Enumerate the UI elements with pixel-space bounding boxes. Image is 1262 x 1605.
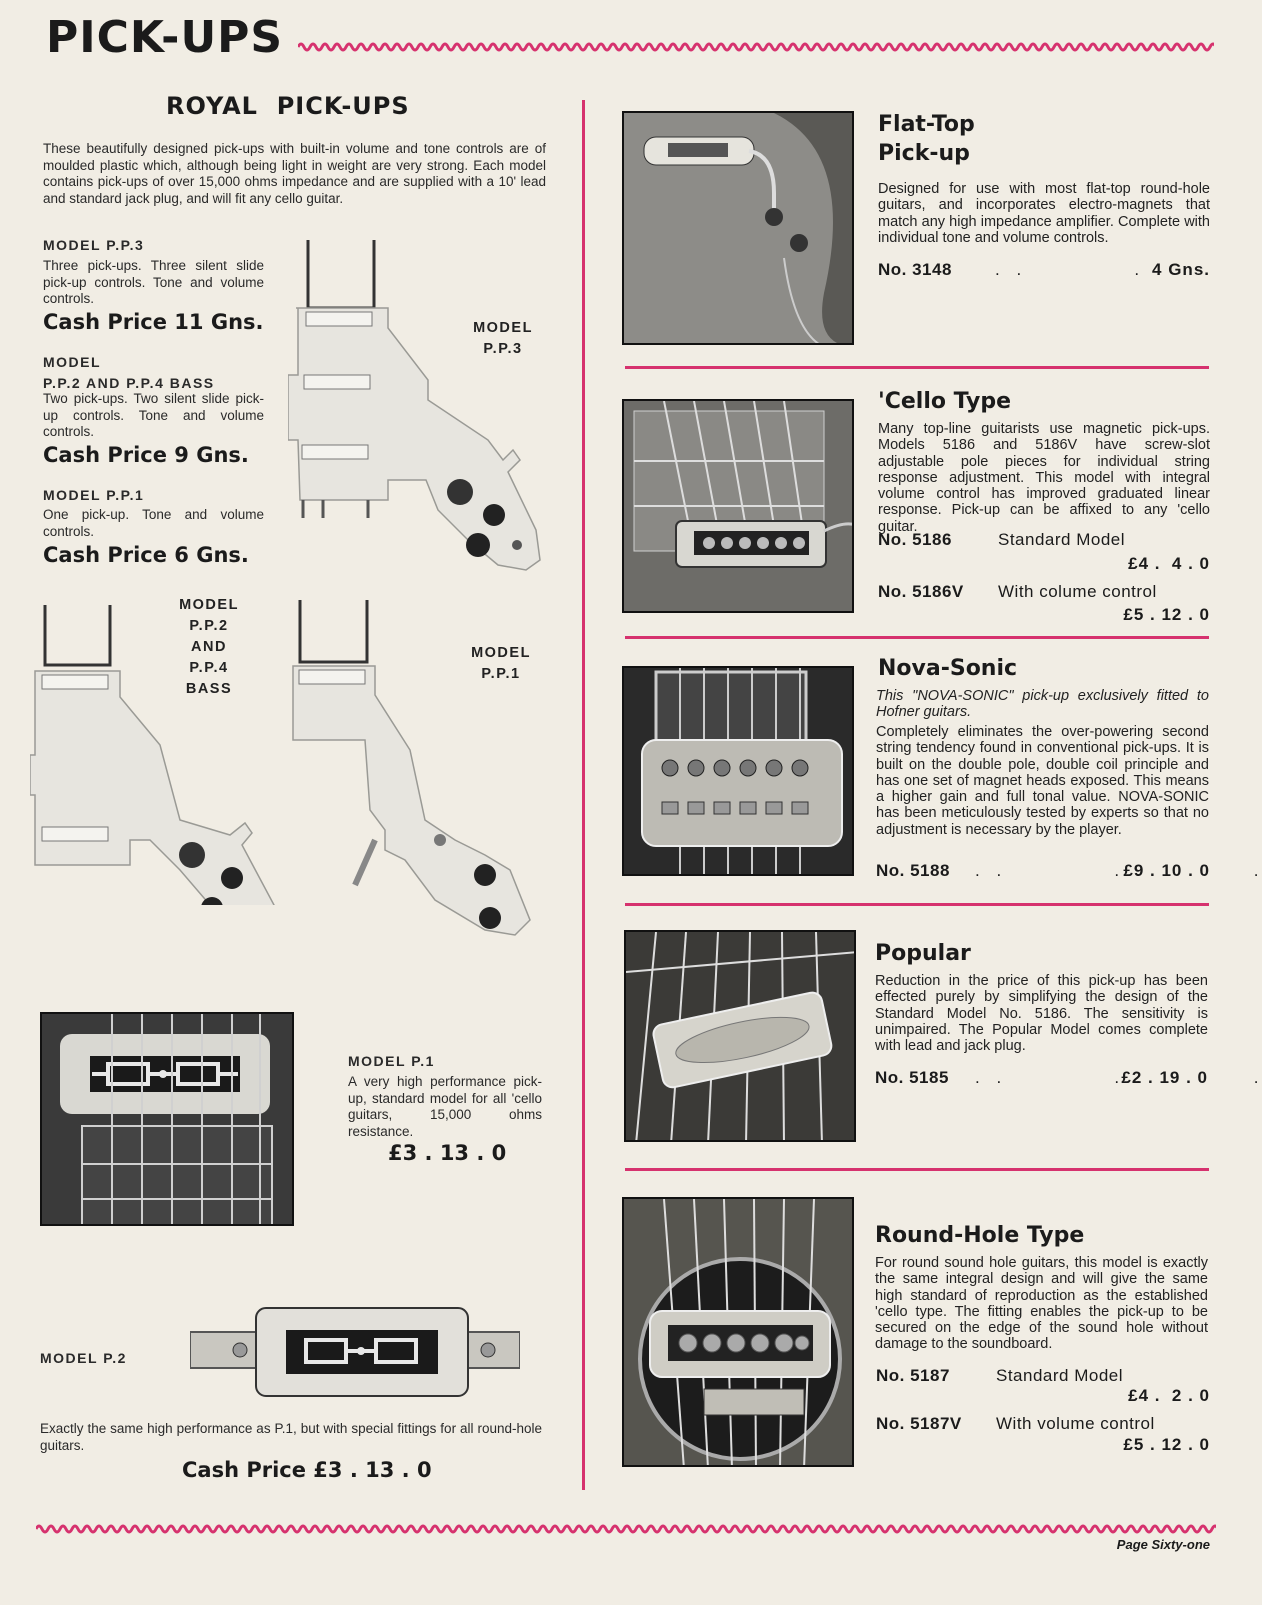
footer-wavy-rule xyxy=(36,1524,1216,1534)
nova-sonic-desc-italic: This "NOVA-SONIC" pick-up exclusively fi… xyxy=(876,688,1209,721)
popular-title: Popular xyxy=(875,941,971,966)
divider-3 xyxy=(625,903,1209,906)
royal-intro: These beautifully designed pick-ups with… xyxy=(43,141,546,206)
popular-price: £2 . 19 . 0 xyxy=(1121,1068,1208,1087)
divider-4 xyxy=(625,1168,1209,1171)
popular-photo xyxy=(624,930,856,1142)
fig-label-pp2-line3: AND xyxy=(191,639,227,655)
round-hole-label-1: Standard Model xyxy=(996,1366,1124,1385)
fig-label-pp2-line4: P.P.4 xyxy=(189,660,229,676)
model-pp1-price: Cash Price 6 Gns. xyxy=(43,543,249,567)
flat-top-number: No. 3148 xyxy=(878,260,952,279)
royal-title: ROYAL PICK-UPS xyxy=(166,92,410,120)
cello-type-number-1: No. 5186 xyxy=(878,530,952,549)
pickguard-pp1-illustration xyxy=(292,600,531,936)
column-divider xyxy=(582,100,585,1490)
cello-type-price-1: £4 . 4 . 0 xyxy=(1128,554,1210,573)
flat-top-title-line2: Pick-up xyxy=(878,141,970,166)
flat-top-title: Flat-Top Pick-up xyxy=(878,110,975,168)
nova-sonic-dots: . . . . . . xyxy=(975,861,1262,880)
header-wavy-rule xyxy=(298,42,1214,52)
flat-top-price: 4 Gns. xyxy=(1152,260,1210,279)
round-hole-price-2: £5 . 12 . 0 xyxy=(1123,1435,1210,1454)
fig-label-pp3: MODEL P.P.3 xyxy=(464,318,542,360)
round-hole-label-2: With volume control xyxy=(996,1414,1155,1433)
model-p2-desc: Exactly the same high performance as P.1… xyxy=(40,1421,542,1453)
page-title: PICK-UPS xyxy=(46,12,284,63)
nova-sonic-desc: Completely eliminates the over-powering … xyxy=(876,724,1209,838)
fig-label-pp1: MODEL P.P.1 xyxy=(462,643,540,685)
nova-sonic-number: No. 5188 xyxy=(876,861,950,880)
fig-label-pp1-line2: P.P.1 xyxy=(481,666,521,682)
fig-label-pp2-line1: MODEL xyxy=(179,597,239,613)
model-p1-photo xyxy=(40,1012,294,1226)
fig-label-pp3-line1: MODEL xyxy=(473,320,533,336)
model-pp1-heading: MODEL P.P.1 xyxy=(43,487,145,503)
model-p1-desc: A very high performance pick-up, standar… xyxy=(348,1074,542,1139)
pickguard-pp3-illustration xyxy=(288,240,541,571)
popular-number: No. 5185 xyxy=(875,1068,949,1087)
flat-top-photo xyxy=(622,111,854,345)
model-p1-heading: MODEL P.1 xyxy=(348,1053,435,1069)
flat-top-dots: . . . . . . xyxy=(995,260,1167,279)
model-pp2-heading-line2: P.P.2 AND P.P.4 BASS xyxy=(43,375,215,391)
fig-label-pp1-line1: MODEL xyxy=(471,645,531,661)
flat-top-title-line1: Flat-Top xyxy=(878,112,975,137)
model-pp2-heading: MODEL P.P.2 AND P.P.4 BASS xyxy=(43,352,215,394)
model-pp2-price: Cash Price 9 Gns. xyxy=(43,443,249,467)
model-p2-heading: MODEL P.2 xyxy=(40,1350,127,1366)
pickguard-pp2-illustration xyxy=(30,605,275,905)
round-hole-price-1: £4 . 2 . 0 xyxy=(1128,1386,1210,1405)
model-pp1-desc: One pick-up. Tone and volume controls. xyxy=(43,507,264,539)
model-pp3-price: Cash Price 11 Gns. xyxy=(43,310,264,334)
cello-type-title: 'Cello Type xyxy=(878,389,1012,414)
divider-2 xyxy=(625,636,1209,639)
model-pp3-heading: MODEL P.P.3 xyxy=(43,237,145,253)
nova-sonic-title: Nova-Sonic xyxy=(878,656,1018,681)
round-hole-number-2: No. 5187V xyxy=(876,1414,962,1433)
nova-sonic-price: £9 . 10 . 0 xyxy=(1123,861,1210,880)
model-pp2-heading-line1: MODEL xyxy=(43,354,102,370)
cello-type-price-2: £5 . 12 . 0 xyxy=(1123,605,1210,624)
divider-1 xyxy=(625,366,1209,369)
model-pp2-desc: Two pick-ups. Two silent slide pick-up c… xyxy=(43,391,264,439)
model-pp3-desc: Three pick-ups. Three silent slide pick-… xyxy=(43,258,264,306)
popular-dots: . . . . . . xyxy=(975,1068,1262,1087)
round-hole-title: Round-Hole Type xyxy=(875,1223,1085,1248)
model-p1-price: £3 . 13 . 0 xyxy=(388,1141,507,1165)
popular-desc: Reduction in the price of this pick-up h… xyxy=(875,973,1208,1055)
cello-type-desc: Many top-line guitarists use magnetic pi… xyxy=(878,421,1210,535)
fig-label-pp3-line2: P.P.3 xyxy=(483,341,523,357)
round-hole-number-1: No. 5187 xyxy=(876,1366,950,1385)
fig-label-pp2-line5: BASS xyxy=(185,681,233,697)
fig-label-pp2-line2: P.P.2 xyxy=(189,618,229,634)
fig-label-pp2: MODEL P.P.2 AND P.P.4 BASS xyxy=(170,595,248,700)
page-number: Page Sixty-one xyxy=(1116,1537,1210,1552)
cello-type-label-1: Standard Model xyxy=(998,530,1126,549)
flat-top-desc: Designed for use with most flat-top roun… xyxy=(878,181,1210,246)
nova-sonic-photo xyxy=(622,666,854,876)
cello-type-label-2: With colume control xyxy=(998,582,1157,601)
model-p2-price: Cash Price £3 . 13 . 0 xyxy=(182,1458,432,1482)
round-hole-desc: For round sound hole guitars, this model… xyxy=(875,1255,1208,1353)
cello-type-number-2: No. 5186V xyxy=(878,582,964,601)
cello-type-photo xyxy=(622,399,854,613)
round-hole-photo xyxy=(622,1197,854,1467)
model-p2-illustration xyxy=(190,1307,520,1397)
